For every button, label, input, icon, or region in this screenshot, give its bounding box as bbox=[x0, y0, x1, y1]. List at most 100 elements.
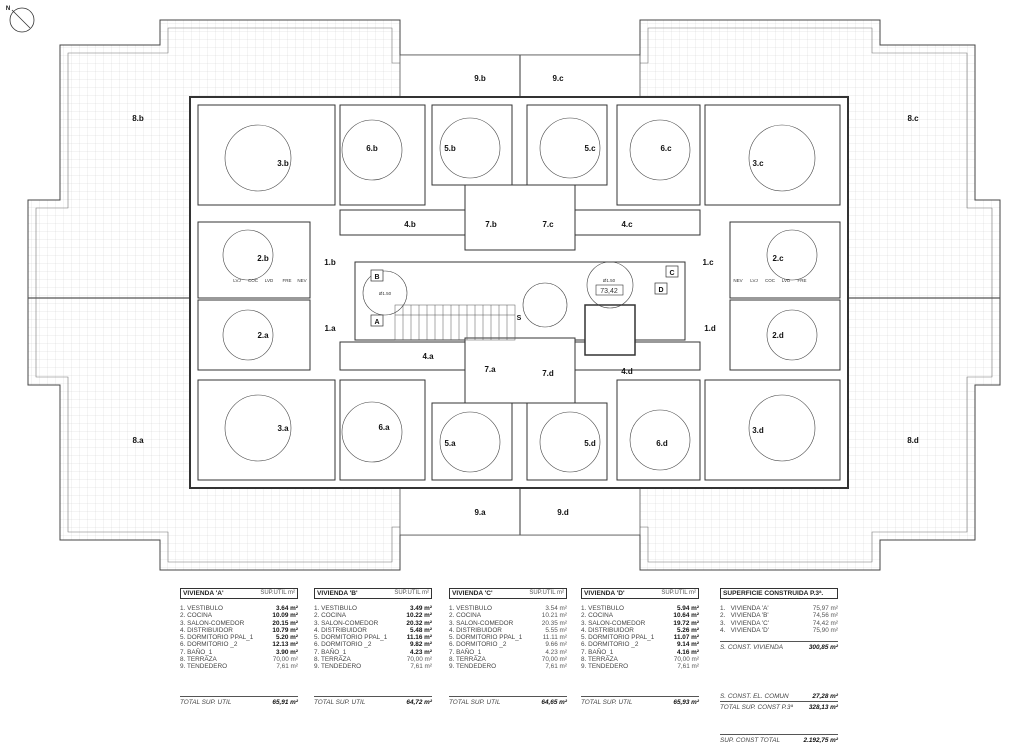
table-header: SUP.UTIL m² bbox=[260, 589, 295, 596]
text-plan-kitchen_codes-0: LVJ bbox=[233, 278, 240, 283]
room-8c: 8.c bbox=[907, 114, 919, 123]
text-tables-2-items-7-label: 8. TERRAZA bbox=[449, 656, 486, 664]
text-tables-3-title: VIVIENDA 'D' bbox=[584, 589, 625, 597]
text-summary-total_label: SUP. CONST TOTAL bbox=[720, 737, 781, 744]
landing-area: 73,42 bbox=[600, 288, 618, 295]
text-tables-0-items-8-label: 9. TENDEDERO bbox=[180, 663, 228, 671]
text-summary-items-3-value: 75,90 m² bbox=[812, 626, 838, 634]
room-5b: 5.b bbox=[444, 144, 456, 153]
text-tables-0-items-3-value: 10.79 m² bbox=[272, 626, 298, 634]
text-plan-kitchen_codes-3: FRE bbox=[283, 278, 292, 283]
room-2a: 2.a bbox=[257, 331, 269, 340]
room-4b: 4.b bbox=[404, 220, 416, 229]
text-tables-1-items-0-value: 3.49 m² bbox=[409, 605, 432, 612]
text-compass-north: N bbox=[6, 6, 10, 12]
text-tables-0-items-5-value: 12.13 m² bbox=[272, 641, 298, 649]
text-tables-0-items-5-label: 6. DORMITORIO _2 bbox=[180, 641, 238, 649]
text-tables-0-items-2-value: 20.15 m² bbox=[272, 619, 298, 627]
text-tables-1-items-4-value: 11.16 m² bbox=[406, 634, 432, 642]
text-tables-0-items-4-label: 5. DORMITORIO PPAL_1 bbox=[180, 634, 254, 642]
text-summary-items-3-label: 4. VIVIENDA 'D' bbox=[720, 626, 769, 634]
text-tables-0-items-8-value: 7,61 m² bbox=[276, 663, 298, 671]
text-tables-3-items-4-value: 11.07 m² bbox=[673, 634, 699, 642]
building-walls bbox=[189, 96, 849, 489]
text-summary-items-1-value: 74,56 m² bbox=[812, 612, 838, 620]
text-tables-1-items-1-value: 10.22 m² bbox=[406, 612, 432, 620]
room-1d: 1.d bbox=[704, 324, 716, 333]
text-tables-1-items-2-label: 3. SALON-COMEDOR bbox=[314, 619, 379, 627]
diameter-label: Ø1.50 bbox=[603, 278, 616, 283]
kitchen-codes: LVJ COC LVD FRE NEV NEV LVJ COC LVD FRE bbox=[233, 278, 806, 283]
text-tables-2-items-2-value: 20.35 m² bbox=[541, 619, 567, 627]
text-tables-1-items-1-label: 2. COCINA bbox=[314, 612, 346, 620]
text-tables-1-items-4-label: 5. DORMITORIO PPAL_1 bbox=[314, 634, 388, 642]
text-tables-0-items-1-label: 2. COCINA bbox=[180, 612, 212, 620]
room-4d: 4.d bbox=[621, 367, 633, 376]
text-tables-3-items-6-label: 7. BAÑO_1 bbox=[581, 648, 614, 656]
text-plan-kitchen_codes-1: COC bbox=[765, 278, 776, 283]
text-plan-kitchen_codes-0: LVJ bbox=[750, 278, 757, 283]
text-tables-2-header: SUP.UTIL m² bbox=[529, 589, 564, 596]
text-tables-0-items-7-value: 70,00 m² bbox=[272, 656, 298, 664]
turning-circles bbox=[222, 117, 818, 473]
text-tables-2-items-8-label: 9. TENDEDERO bbox=[449, 663, 497, 671]
text-tables-2-items-3-value: 5.55 m² bbox=[545, 626, 567, 634]
room-7c: 7.c bbox=[542, 220, 554, 229]
room-6b: 6.b bbox=[366, 144, 378, 153]
text-tables-0-total_value: 65,91 m² bbox=[272, 699, 298, 706]
text-tables-3-items-1-label: 2. COCINA bbox=[581, 612, 613, 620]
text-tables-2-title: VIVIENDA 'C' bbox=[452, 589, 493, 597]
room-7b: 7.b bbox=[485, 220, 497, 229]
room-2d: 2.d bbox=[772, 331, 784, 340]
text-summary-const_vivienda_label: S. CONST. VIVIENDA bbox=[720, 644, 783, 651]
room-5a: 5.a bbox=[444, 439, 456, 448]
text-tables-3-items-5-label: 6. DORMITORIO _2 bbox=[581, 641, 639, 649]
room-5c: 5.c bbox=[584, 144, 596, 153]
text-summary-items-2-value: 74,42 m² bbox=[812, 619, 838, 627]
text-tables-1-total_label: TOTAL SUP. UTIL bbox=[314, 699, 366, 706]
text-summary-const_vivienda_value: 300,85 m² bbox=[808, 644, 838, 651]
marker-c: C bbox=[669, 270, 674, 277]
text-plan-kitchen_codes-2: LVD bbox=[265, 278, 274, 283]
table-title: VIVIENDA 'A' bbox=[183, 589, 224, 597]
text-tables-3-items-7-label: 8. TERRAZA bbox=[581, 656, 618, 664]
room-4a: 4.a bbox=[422, 352, 434, 361]
text-tables-1-items-6-value: 4.23 m² bbox=[409, 648, 432, 656]
text-summary-items-1-label: 2. VIVIENDA 'B' bbox=[720, 612, 769, 620]
text-tables-2-items-6-label: 7. BAÑO_1 bbox=[449, 648, 482, 656]
floor-plan: N bbox=[6, 6, 1001, 571]
room-3c: 3.c bbox=[752, 159, 764, 168]
room-1b: 1.b bbox=[324, 258, 336, 267]
room-2b: 2.b bbox=[257, 254, 269, 263]
text-tables-3-header: SUP.UTIL m² bbox=[661, 589, 696, 596]
room-9b: 9.b bbox=[474, 74, 486, 83]
text-tables-2-total_label: TOTAL SUP. UTIL bbox=[449, 699, 501, 706]
text-summary-comun_value: 27,28 m² bbox=[812, 693, 838, 700]
text-tables-2-items-0-label: 1. VESTIBULO bbox=[449, 605, 492, 612]
text-tables-2-items-4-value: 11.11 m² bbox=[542, 634, 567, 642]
text-tables-0-items-0-label: 1. VESTIBULO bbox=[180, 605, 223, 612]
text-tables-1-items-7-label: 8. TERRAZA bbox=[314, 656, 351, 664]
text-tables-2-items-7-value: 70,00 m² bbox=[541, 656, 567, 664]
text-tables-3-items-3-label: 4. DISTRIBUIDOR bbox=[581, 626, 634, 634]
room-7a: 7.a bbox=[484, 365, 496, 374]
text-plan-kitchen_codes-4: NEV bbox=[733, 278, 742, 283]
text-tables-1-items-5-value: 9.82 m² bbox=[409, 641, 432, 649]
diameter-label: Ø1.50 bbox=[379, 291, 392, 296]
text-tables-0-items-4-value: 5.20 m² bbox=[275, 634, 298, 642]
text-tables-2-items-6-value: 4.23 m² bbox=[545, 648, 567, 656]
text-plan-kitchen_codes-3: FRE bbox=[798, 278, 807, 283]
room-3a: 3.a bbox=[277, 424, 289, 433]
text-tables-0-items-6-label: 7. BAÑO_1 bbox=[180, 648, 213, 656]
text-summary-title: SUPERFICIE CONSTRUIDA P.3ª. bbox=[723, 589, 824, 597]
text-tables-3-items-5-value: 9.14 m² bbox=[676, 641, 699, 649]
text-summary-total_value: 2.192,75 m² bbox=[803, 737, 838, 744]
text-tables-1-items-7-value: 70,00 m² bbox=[406, 656, 432, 664]
text-tables-0-items-1-value: 10.09 m² bbox=[272, 612, 298, 620]
text-tables-0-items-6-value: 3.90 m² bbox=[275, 648, 298, 656]
room-2c: 2.c bbox=[772, 254, 784, 263]
room-8d: 8.d bbox=[907, 436, 919, 445]
text-tables-1-items-2-value: 20.32 m² bbox=[406, 619, 432, 627]
